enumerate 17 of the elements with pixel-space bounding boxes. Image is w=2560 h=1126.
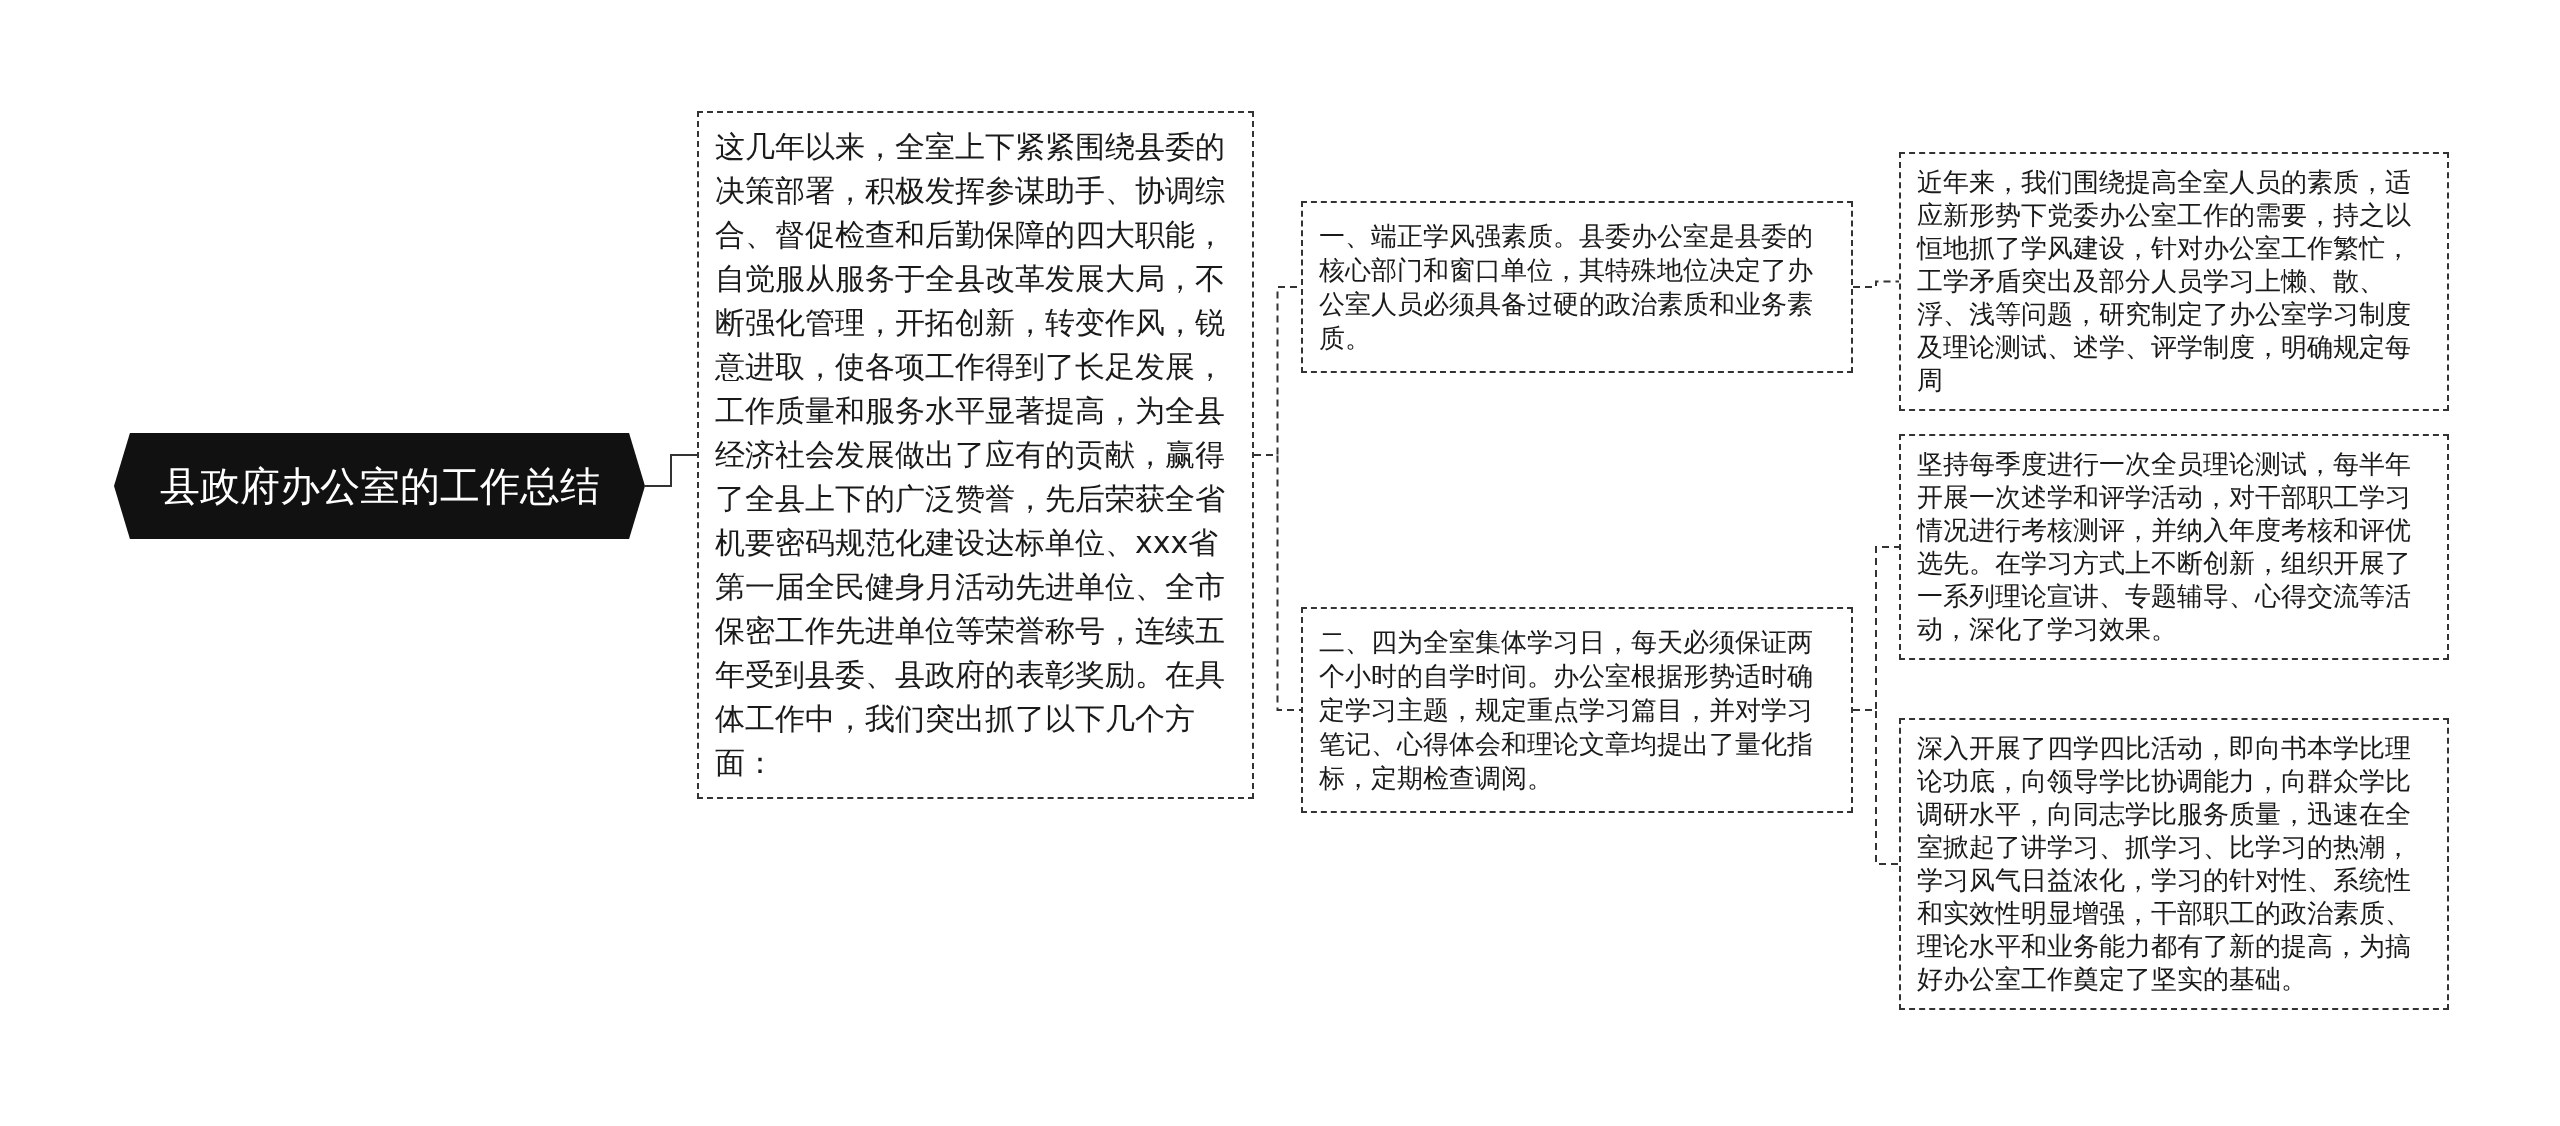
connector-line [644,454,698,487]
paragraph-text: 深入开展了四学四比活动，即向书本学比理论功底，向领导学比协调能力，向群众学比调研水平，向同志学比服务质量，迅速在全室掀起了讲学习、抓学习、比学习的热潮，学习风气日益浓化，学习的针对性、系统性和实效性明显增强，干部职工的政治素质、理论水平和业务能力都有了新的提高，为搞好办公室工作奠定了坚实的基础。 [1917,732,2412,996]
connector-line [1852,280,1900,288]
text-box [1899,718,2449,1010]
paragraph-text: 坚持每季度进行一次全员理论测试，每半年开展一次述学和评学活动，对干部职工学习情况进行考核测评，并纳入年度考核和评优选先。在学习方式上不断创新，组织开展了一系列理论宣讲、专题辅导、心得交流等活动，深化了学习效果。 [1917,448,2412,646]
topic-hexagon [114,433,645,539]
paragraph-text: 近年来，我们围绕提高全室人员的素质，适应新形势下党委办公室工作的需要，持之以恒地抓了学风建设，针对办公室工作繁忙，工学矛盾突出及部分人员学习上懒、散、浮、浅等问题，研究制定了办公室学习制度及理论测试、述学、评学制度，明确规定每周 [1917,166,2412,397]
text-box [1899,434,2449,660]
text-box [1899,152,2449,411]
text-box [1301,607,1853,813]
topic-title: 县政府办公室的工作总结 [159,462,600,510]
connector-line [1253,454,1302,711]
paragraph-text: 二、四为全室集体学习日，每天必须保证两个小时的自学时间。办公室根据形势适时确定学习主题，规定重点学习篇目，并对学习笔记、心得体会和理论文章均提出了量化指标，定期检查调阅。 [1319,626,1814,795]
paragraph-text: 一、端正学风强素质。县委办公室是县委的核心部门和窗口单位，其特殊地位决定了办公室人员必须具备过硬的政治素质和业务素质。 [1319,220,1814,355]
connector-line [1852,709,1900,865]
text-box [1301,201,1853,373]
paragraph-text: 这几年以来，全室上下紧紧围绕县委的决策部署，积极发挥参谋助手、协调综合、督促检查和后勤保障的四大职能，自觉服从服务于全县改革发展大局，不断强化管理，开拓创新，转变作风，锐意进取，使各项工作得到了长足发展，工作质量和服务水平显著提高，为全县经济社会发展做出了应有的贡献，赢得了全县上下的广泛赞誉，先后荣获全省机要密码规范化建设达标单位、xxx省第一届全民健身月活动先进单位、全市保密工作先进单位等荣誉称号，连续五年受到县委、县政府的表彰奖励。在具体工作中，我们突出抓了以下几个方面： [715,128,1226,782]
